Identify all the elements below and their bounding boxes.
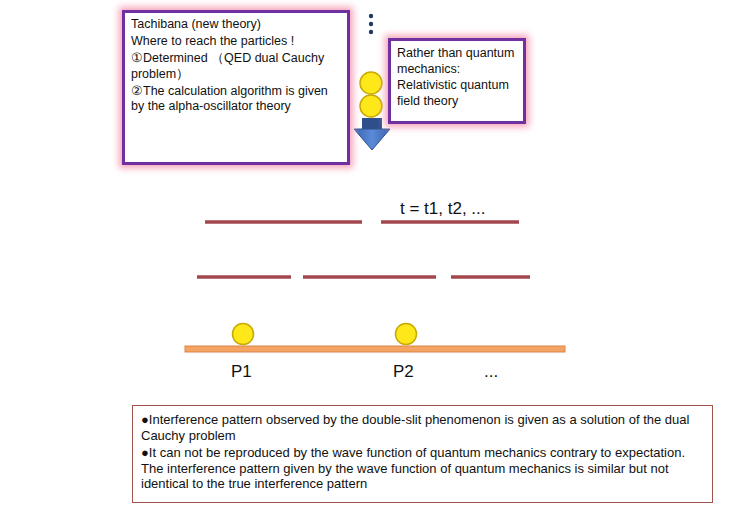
conclusion-box: ●Interference pattern observed by the do… [132, 405, 713, 503]
time-label: t = t1, t2, ... [400, 199, 486, 219]
point-label: P1 [231, 362, 252, 382]
box-text: Tachibana (new theory) [131, 17, 341, 33]
particle [233, 324, 417, 345]
down-arrow [354, 118, 390, 150]
point-label: P2 [393, 362, 414, 382]
ellipsis-dots [369, 14, 373, 34]
box-text: Where to reach the particles ! [131, 34, 341, 50]
theory-box: Tachibana (new theory)Where to reach the… [122, 10, 350, 165]
box-text: ②The calculation algorithm is given by t… [131, 84, 341, 116]
box-text: ①Determined （QED dual Cauchy problem） [131, 51, 341, 83]
box-text: ●Interference pattern observed by the do… [141, 412, 704, 444]
particle [360, 72, 382, 117]
note-box: Rather than quantum mechanics: Relativis… [388, 38, 526, 124]
ellipsis-label: ... [484, 362, 498, 382]
box-text: ●It can not be reproduced by the wave fu… [141, 445, 704, 493]
box-text: Rather than quantum mechanics: Relativis… [397, 46, 517, 110]
screen [185, 346, 565, 352]
slit-barrier [197, 222, 530, 277]
